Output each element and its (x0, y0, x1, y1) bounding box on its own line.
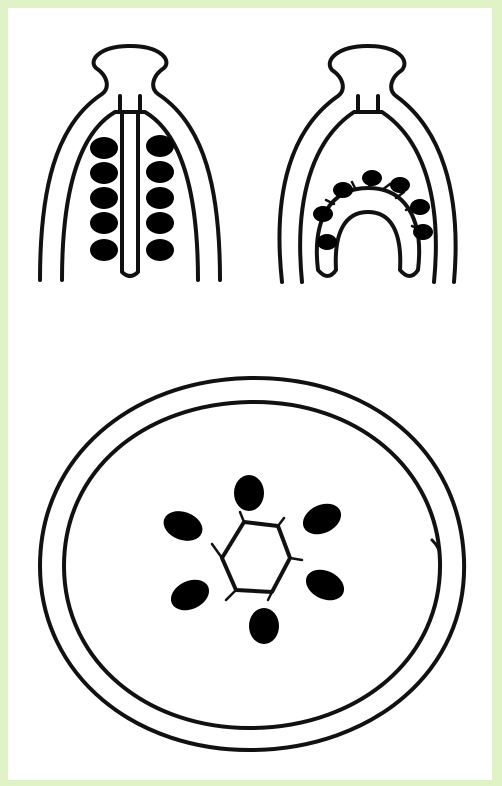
ovules-left (90, 135, 174, 261)
ovule (90, 239, 118, 261)
ovule (166, 574, 214, 616)
ovule (159, 506, 206, 546)
ovules-right (313, 170, 433, 250)
ovule (313, 206, 333, 222)
ovule (90, 162, 118, 184)
ovary-outer-wall-left (40, 46, 220, 280)
ovary-inner-wall-left (62, 112, 198, 280)
ovary-section-left (40, 46, 220, 280)
ovule (146, 239, 174, 261)
ovary-outer-wall-right (279, 46, 455, 282)
ovule (317, 234, 337, 250)
ovule (146, 212, 174, 234)
septum-left (122, 114, 138, 276)
ovule (146, 187, 174, 209)
ovule (410, 199, 430, 215)
ovule (413, 224, 433, 240)
ovary-transverse-section (40, 378, 464, 750)
style-channel-left (120, 96, 140, 112)
ovule (249, 608, 279, 644)
ovary-section-right (279, 46, 455, 282)
central-axis (222, 522, 290, 592)
ovule (146, 161, 174, 183)
ovule (146, 135, 174, 157)
ovule (234, 475, 264, 511)
ovary-inner-wall-right (300, 112, 436, 282)
ovule (90, 187, 118, 209)
ovule (333, 182, 353, 198)
ovule (301, 564, 349, 606)
ovules-ts (159, 475, 349, 644)
ovule (390, 177, 410, 193)
ovule (90, 212, 118, 234)
ovule (298, 498, 346, 540)
ovary-inner-wall-ts (64, 402, 440, 728)
placenta-right (317, 188, 419, 276)
ovule (362, 170, 382, 186)
style-channel-right (358, 96, 378, 112)
ovary-outer-wall-ts (40, 378, 464, 750)
ovule (90, 137, 118, 159)
